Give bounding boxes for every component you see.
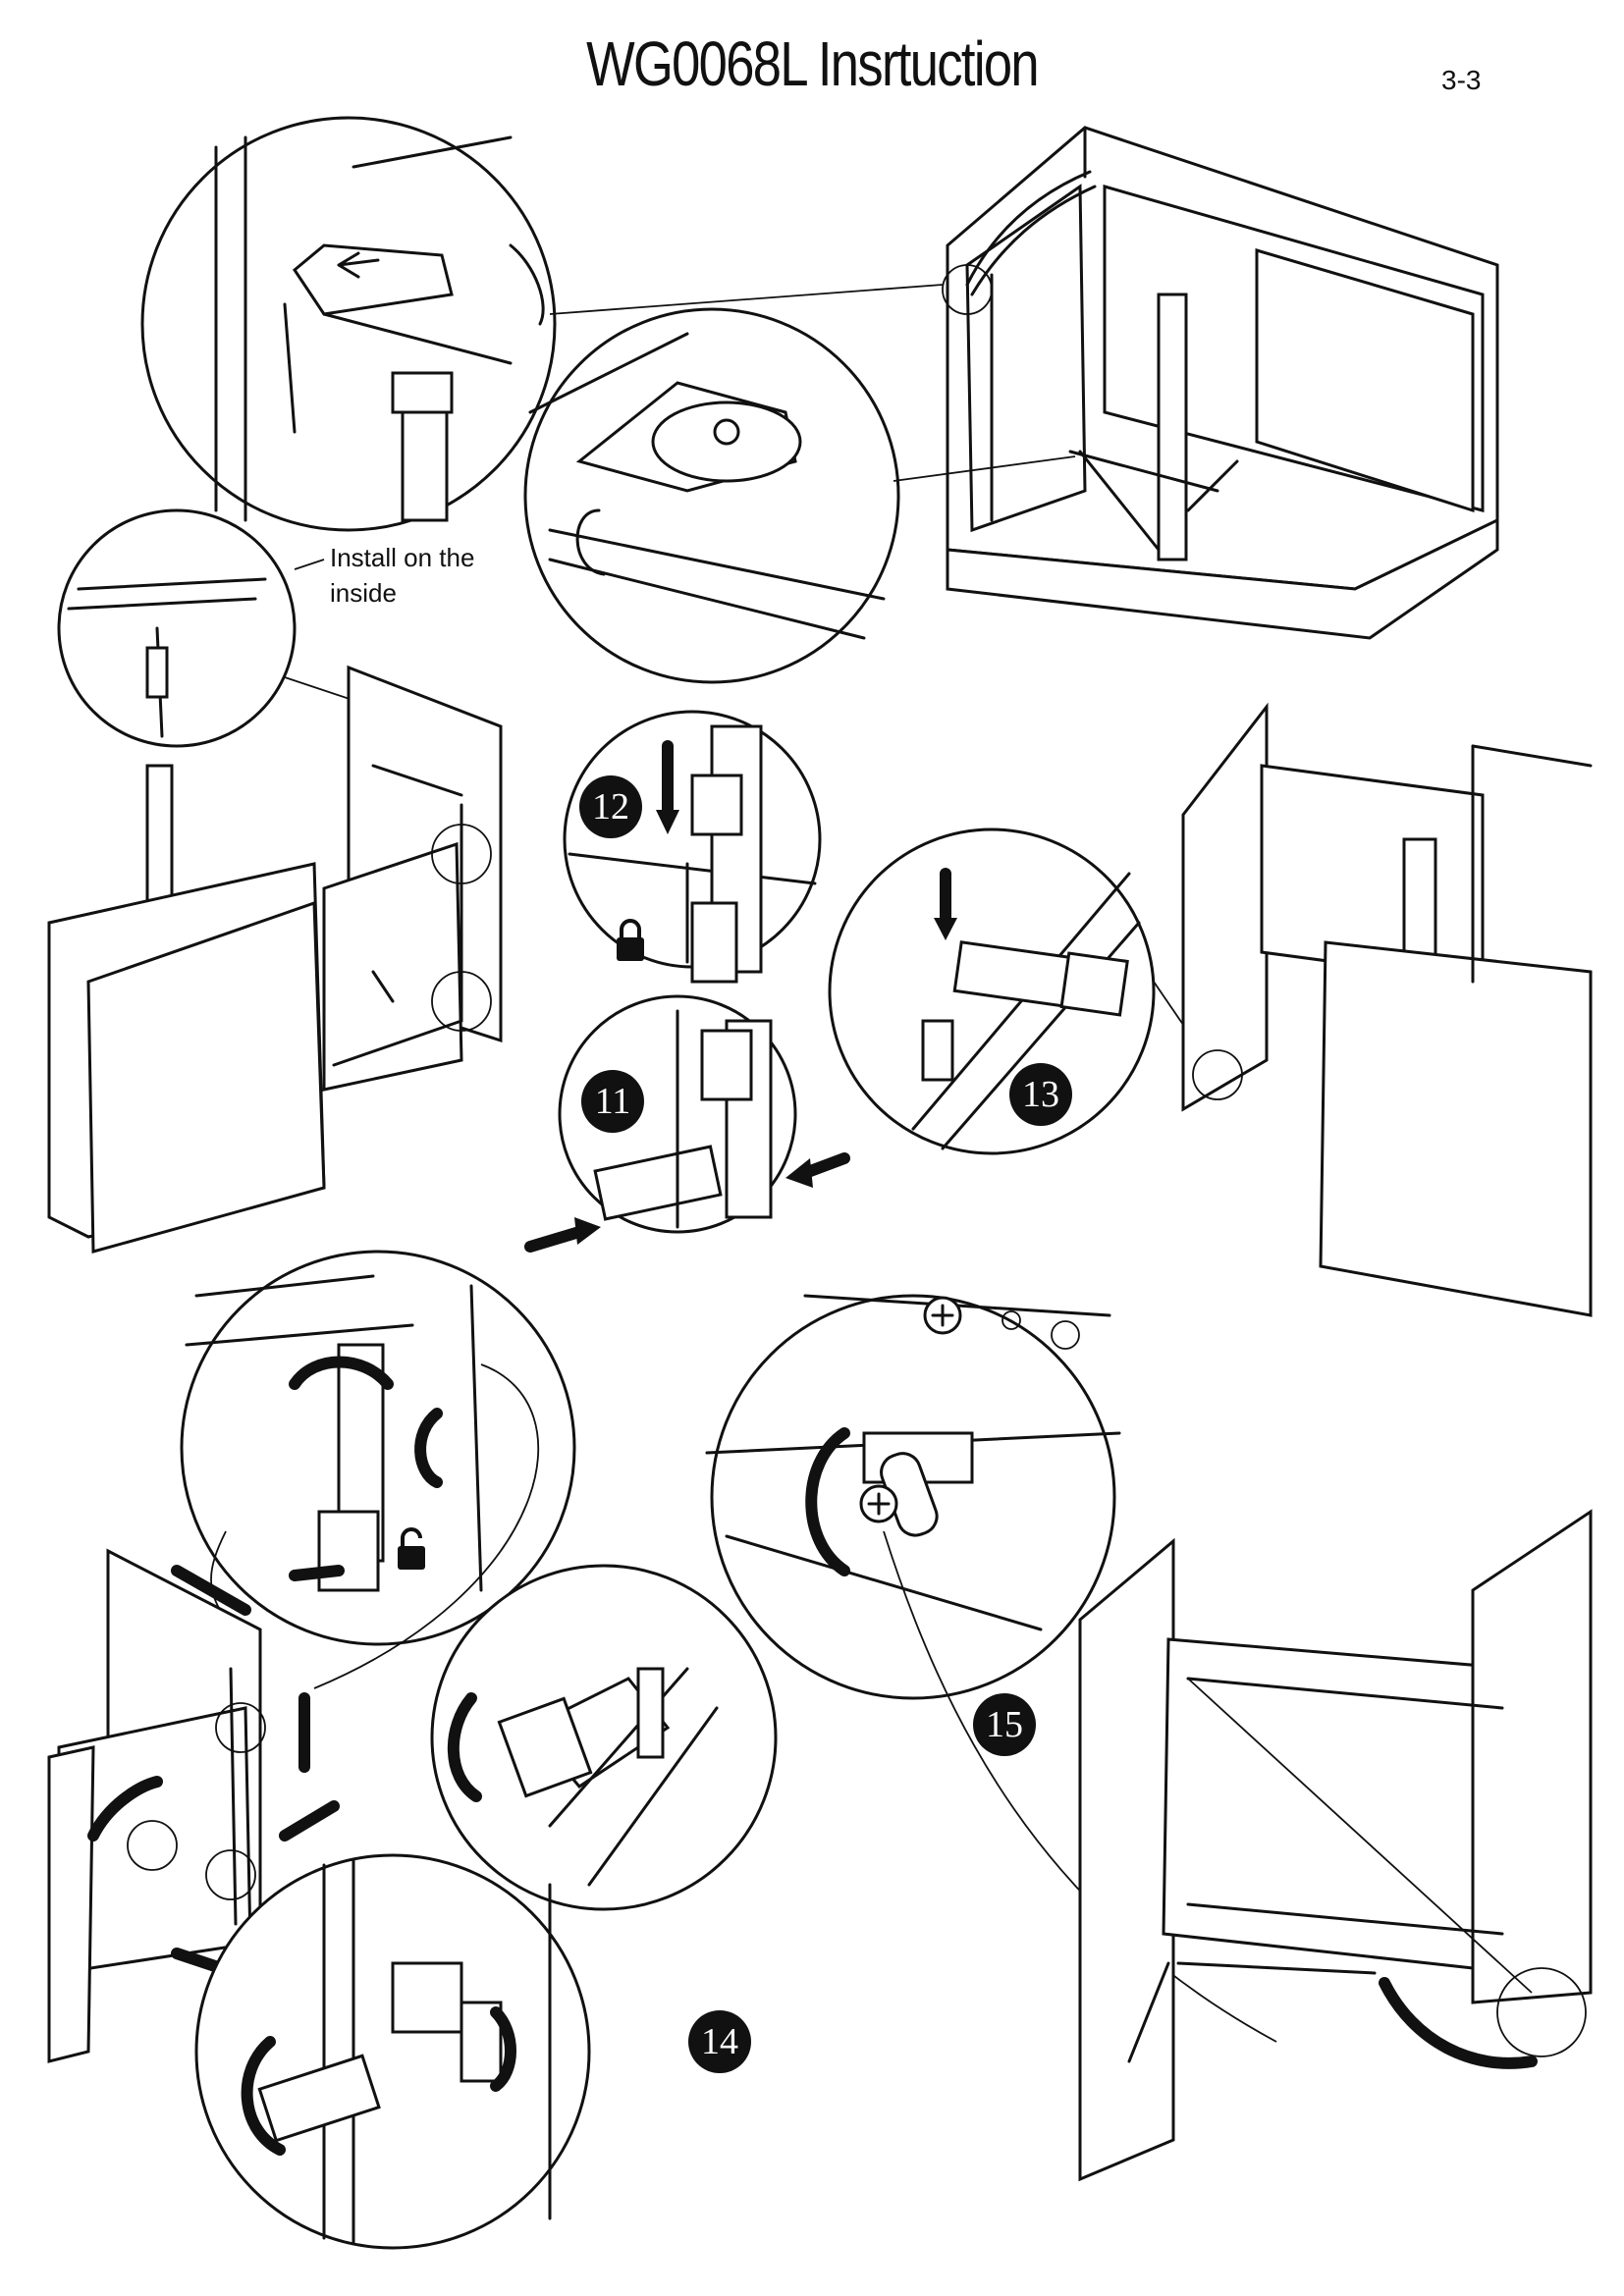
padlock-unlocked-icon bbox=[398, 1527, 425, 1570]
page-title: WG0068L Insrtuction bbox=[586, 28, 1040, 99]
detail-circle-step-11 bbox=[524, 994, 850, 1253]
step-badge-15: 15 bbox=[973, 1693, 1036, 1756]
cabinet-overview-drawing bbox=[942, 126, 1499, 640]
detail-circle-inside-mount bbox=[57, 508, 433, 748]
install-inside-callout: Install on the inside bbox=[330, 540, 474, 611]
detail-circle-bottom-adjust bbox=[194, 1853, 591, 2250]
step-badge-13: 13 bbox=[1009, 1063, 1072, 1126]
callout-line-1: Install on the bbox=[330, 543, 475, 572]
callout-line-2: inside bbox=[330, 578, 397, 608]
detail-circle-screw-adjust bbox=[705, 1294, 1277, 2043]
detail-circle-step-13 bbox=[828, 828, 1218, 1155]
page-number: 3-3 bbox=[1441, 65, 1482, 95]
detail-circle-side-adjust bbox=[430, 1564, 778, 1911]
drawer-adjust-left-drawing bbox=[47, 1548, 340, 2063]
step-badge-11: 11 bbox=[581, 1070, 644, 1133]
open-cabinet-drawing bbox=[1181, 702, 1593, 1317]
step-badge-14: 14 bbox=[688, 2010, 751, 2073]
step-badge-12: 12 bbox=[579, 775, 642, 838]
padlock-locked-icon bbox=[617, 919, 644, 961]
detail-circle-adjust-top bbox=[180, 1250, 576, 1689]
drawer-assembly-drawing bbox=[47, 665, 503, 1254]
detail-circle-step-12 bbox=[563, 710, 822, 984]
cabinet-door-open-drawing bbox=[1078, 1509, 1593, 2182]
detail-circle-pivot-plate bbox=[523, 307, 1076, 684]
detail-circle-release-clip bbox=[140, 116, 944, 532]
